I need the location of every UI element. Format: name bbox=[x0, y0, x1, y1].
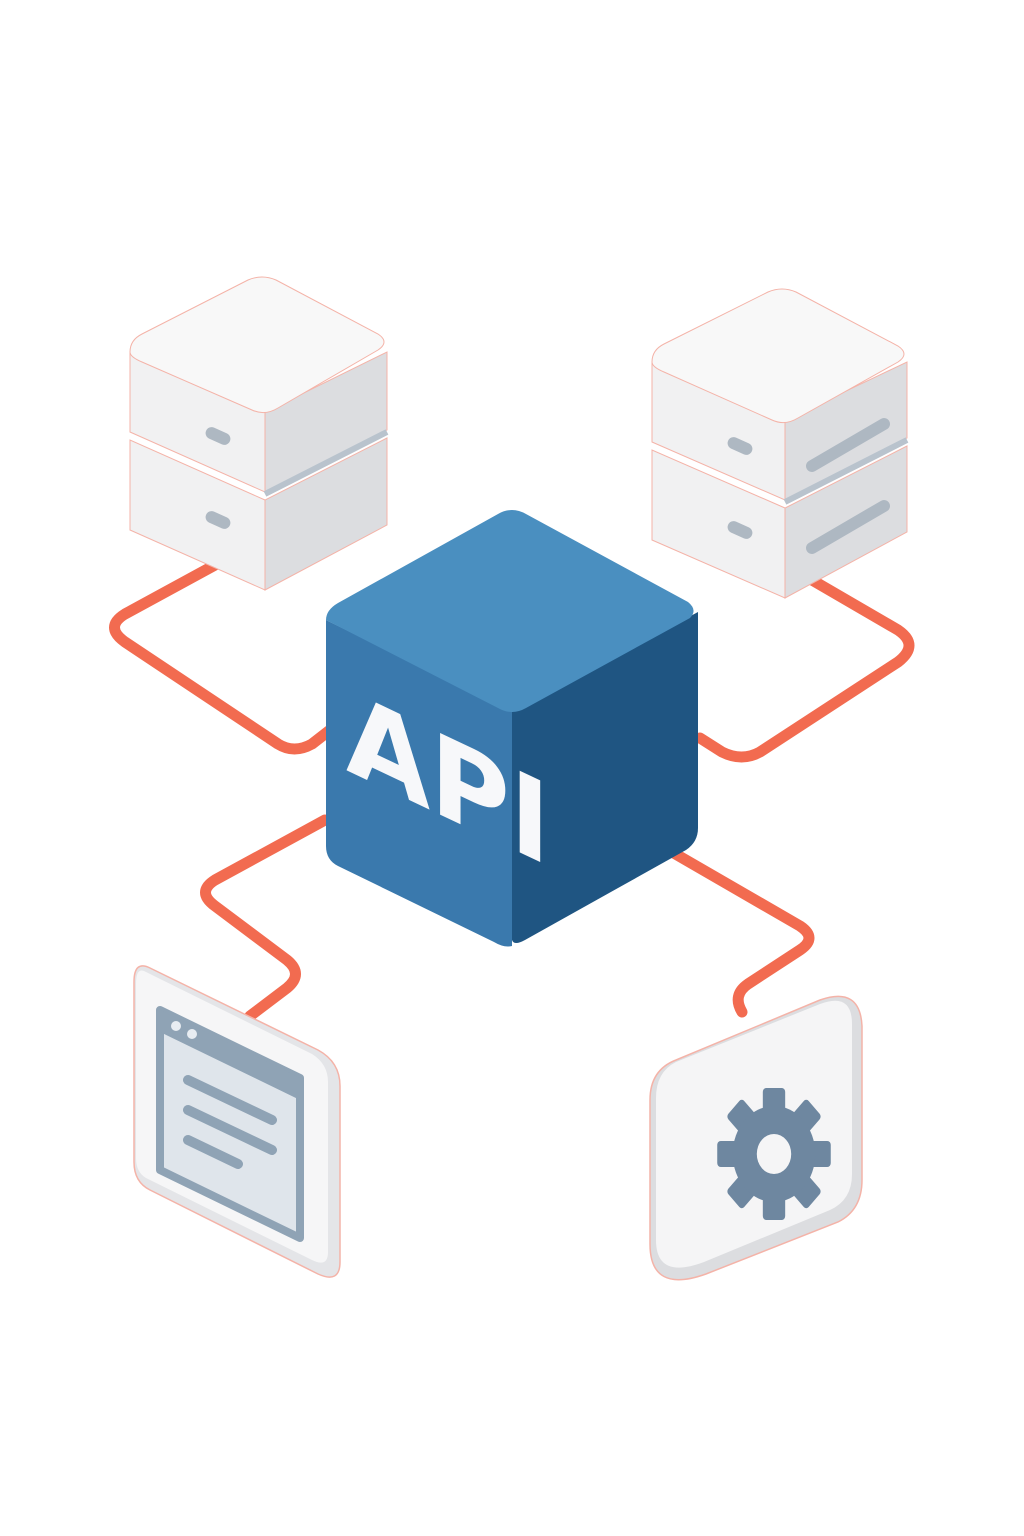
settings-tile bbox=[649, 995, 863, 1281]
server-right-bar-lower bbox=[806, 500, 890, 554]
server-left-slot-lower bbox=[205, 511, 231, 529]
app-window-tile bbox=[133, 965, 341, 1278]
browser-window-dot-1 bbox=[171, 1021, 181, 1031]
connectors bbox=[109, 559, 915, 1022]
api-cube-side bbox=[512, 612, 698, 943]
connector-app-window bbox=[200, 814, 331, 1022]
connector-server-left bbox=[109, 559, 336, 755]
browser-window-line-1 bbox=[183, 1075, 277, 1125]
server-right-slot-upper bbox=[727, 437, 753, 455]
server-left-lower-side bbox=[264, 437, 388, 591]
server-left-top bbox=[129, 276, 385, 414]
api-cube-top bbox=[326, 510, 694, 712]
browser-window-dot-2 bbox=[187, 1029, 197, 1039]
server-left-seam bbox=[263, 429, 389, 497]
api-cube-front bbox=[326, 620, 512, 947]
server-right-bar-upper bbox=[806, 418, 890, 472]
server-right-top bbox=[651, 288, 905, 424]
gear-icon-hole bbox=[756, 1134, 792, 1174]
connector-server-right bbox=[694, 574, 915, 763]
server-right-slot-lower bbox=[727, 521, 753, 539]
connector-settings bbox=[666, 846, 815, 1018]
server-left bbox=[129, 276, 389, 591]
server-left-slot-upper bbox=[205, 427, 231, 445]
browser-window-icon bbox=[156, 1006, 304, 1242]
browser-window-line-2 bbox=[183, 1105, 277, 1155]
browser-window-line-3 bbox=[183, 1135, 243, 1169]
api-cube: API bbox=[326, 510, 698, 947]
server-right-seam bbox=[783, 437, 909, 505]
server-right bbox=[651, 288, 909, 599]
server-left-upper-side bbox=[264, 351, 388, 493]
gear-icon bbox=[717, 1088, 831, 1220]
